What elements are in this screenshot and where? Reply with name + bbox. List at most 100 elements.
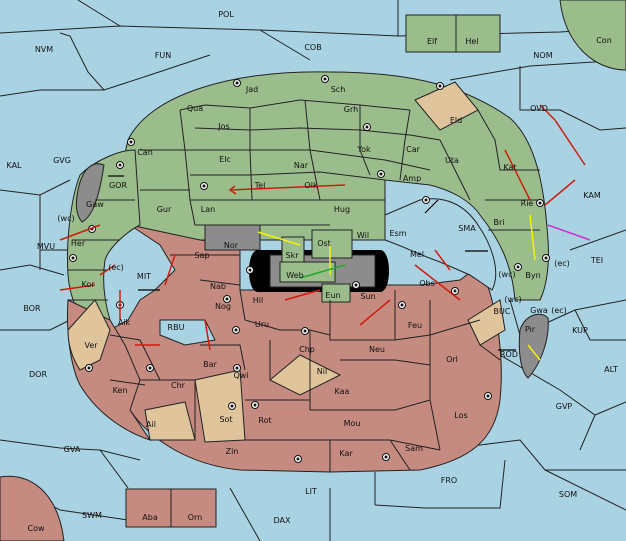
label-gvp: GVP [556, 402, 573, 411]
label-kor: Kor [81, 280, 95, 289]
supply-center-dot [400, 303, 404, 307]
label-nar: Nar [294, 161, 309, 170]
province-ver[interactable] [67, 299, 111, 371]
label-aik: Aik [118, 318, 131, 327]
province-nil[interactable] [269, 354, 342, 396]
province-nor[interactable] [204, 224, 261, 251]
supply-center-dot [230, 404, 234, 408]
label-qwi: Qwi [233, 371, 248, 380]
island-pir[interactable] [518, 313, 549, 379]
label-eun: Eun [325, 291, 340, 300]
label-pol: POL [218, 10, 234, 19]
label-nom: NOM [533, 51, 552, 60]
supply-center-dot [234, 328, 238, 332]
label-nog: Nog [215, 302, 231, 311]
label-kal: KAL [6, 161, 22, 170]
label-neu: Neu [369, 345, 385, 354]
label-olk: Olk [304, 181, 318, 190]
sea-rbu[interactable] [159, 319, 216, 346]
province-ost[interactable] [311, 229, 353, 259]
supply-center-dot [71, 256, 75, 260]
province-eun[interactable] [321, 283, 351, 303]
label-jad: Jad [245, 85, 258, 94]
supply-center-dot [148, 366, 152, 370]
label-wil: Wil [357, 231, 369, 240]
province-gwa[interactable] [467, 299, 506, 346]
label-ovd: OVD [530, 104, 548, 113]
label-tei: TEI [590, 256, 603, 265]
supply-center-dot [516, 265, 520, 269]
province-web[interactable] [279, 261, 336, 283]
label-los: Los [454, 411, 467, 420]
supply-center-dot [365, 125, 369, 129]
coast-arrows [108, 175, 516, 351]
label-elc: Elc [219, 155, 231, 164]
label-gwa: Gwa [530, 306, 548, 315]
label-sam: Sam [405, 444, 423, 453]
label-ken: Ken [113, 386, 128, 395]
label-sap: Sap [194, 251, 209, 260]
label-qua: Qua [187, 104, 203, 113]
label-fro: FRO [441, 476, 457, 485]
label-bor: BOR [23, 304, 41, 313]
label-ver: Ver [84, 341, 98, 350]
supply-center-dot [323, 77, 327, 81]
label-dor: DOR [29, 370, 47, 379]
supply-center-dot [486, 394, 490, 398]
supply-center-dot [225, 297, 229, 301]
label-rie: Rie [521, 199, 534, 208]
supply-center-dot [202, 184, 206, 188]
label-rbu: RBU [168, 323, 185, 332]
label-cob: COB [304, 43, 321, 52]
supply-center-dot [384, 455, 388, 459]
label-orl: Orl [446, 355, 458, 364]
label-gva: GVA [64, 445, 81, 454]
label-nor: Nor [224, 241, 239, 250]
label-chp: Chp [299, 345, 315, 354]
province-elf-hel[interactable] [405, 14, 501, 53]
label-ec: (ec) [554, 259, 570, 268]
label-alt: ALT [604, 365, 618, 374]
label-grh: Grh [344, 105, 358, 114]
label-som: SOM [559, 490, 577, 499]
label-zin: Zin [226, 447, 239, 456]
label-mit: MIT [137, 272, 151, 281]
label-mel: Mel [410, 250, 424, 259]
label-web: Web [286, 271, 303, 280]
label-hel: Hel [465, 37, 478, 46]
label-swm: SWM [82, 511, 102, 520]
supply-center-dot [129, 140, 133, 144]
label-sch: Sch [331, 85, 346, 94]
label-con: Con [596, 36, 612, 45]
label-wc: (wc) [504, 295, 521, 304]
label-nil: Nil [317, 367, 327, 376]
label-bar: Bar [203, 360, 217, 369]
label-kar: Kar [339, 449, 353, 458]
supply-center-dot [538, 201, 542, 205]
sea-sma[interactable] [384, 198, 497, 291]
label-ail: Ail [146, 420, 156, 429]
label-pir: Pir [525, 325, 536, 334]
label-skr: Skr [286, 251, 300, 260]
label-gaw: Gaw [86, 200, 104, 209]
supply-center-dot [453, 289, 457, 293]
label-gur: Gur [157, 205, 172, 214]
label-car: Car [406, 145, 420, 154]
label-kup: KUP [572, 326, 588, 335]
supply-center-dot [118, 163, 122, 167]
label-sot: Sot [219, 415, 232, 424]
label-esm: Esm [389, 229, 406, 238]
label-wc: (wc) [57, 214, 74, 223]
label-feu: Feu [408, 321, 422, 330]
supply-center-dot [544, 256, 548, 260]
move-arrows [59, 104, 591, 361]
supply-center-dot [235, 81, 239, 85]
supply-center-dot [87, 366, 91, 370]
label-cow: Cow [27, 524, 44, 533]
label-gor: GOR [109, 181, 127, 190]
label-wc: (wc) [498, 270, 515, 279]
label-hil: Hil [253, 296, 263, 305]
label-fun: FUN [155, 51, 171, 60]
label-her: Her [71, 239, 86, 248]
